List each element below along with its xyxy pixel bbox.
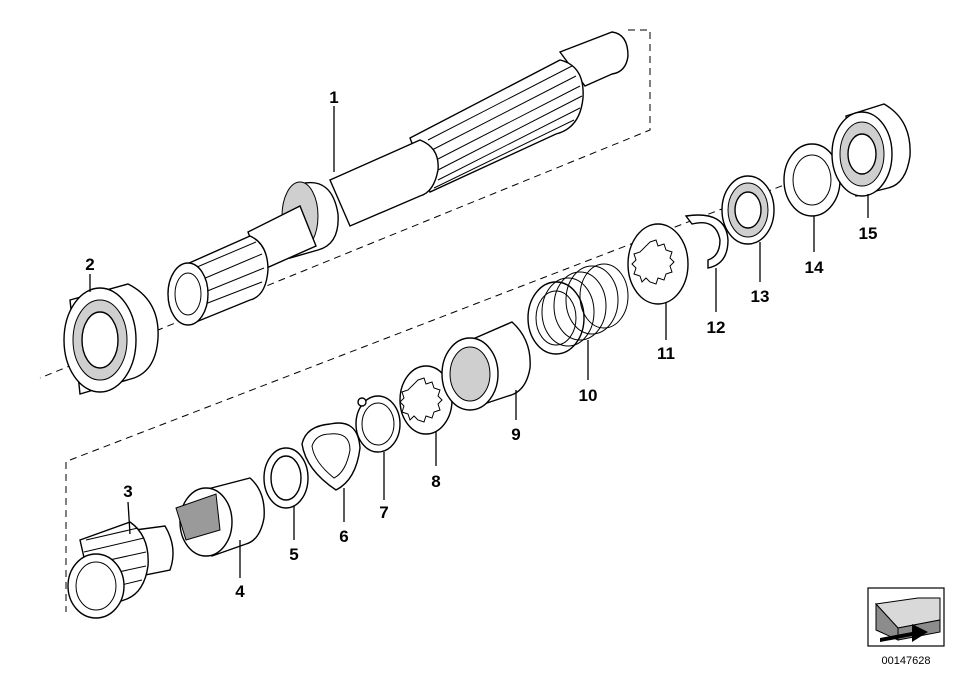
callout-5: 5	[289, 545, 298, 564]
callout-13: 13	[751, 287, 770, 306]
callout-8: 8	[431, 472, 440, 491]
direction-arrow-icon	[874, 597, 941, 642]
part-10-compression-spring	[527, 263, 629, 355]
part-11-splined-disc	[627, 223, 689, 305]
callout-7: 7	[379, 503, 388, 522]
reference-number: 00147628	[882, 655, 931, 667]
part-7-circlip	[355, 395, 401, 453]
callout-leaders	[89, 106, 869, 578]
part-2-ball-bearing	[63, 283, 159, 395]
callout-6: 6	[339, 527, 348, 546]
callout-1: 1	[329, 88, 338, 107]
part-12-split-ring	[684, 214, 729, 269]
callout-11: 11	[657, 344, 675, 363]
part-1-main-shaft	[167, 31, 629, 326]
part-13-synchro-hub	[721, 175, 775, 245]
callout-10: 10	[579, 386, 598, 405]
part-8-splined-disc	[399, 365, 453, 435]
part-9-cone-sleeve	[441, 321, 531, 411]
callout-labels: 1 2 3 4 5 6 7 8 9 10 11 12 13 14 15	[85, 88, 877, 601]
callout-2: 2	[85, 255, 94, 274]
callout-15: 15	[859, 224, 878, 243]
part-6-shaped-plate	[301, 422, 361, 491]
assembly-axis-lines	[39, 29, 876, 612]
part-15-ball-bearing	[831, 103, 911, 197]
part-4-cam-sleeve	[175, 477, 265, 557]
part-5-thrust-washer	[263, 447, 309, 509]
callout-12: 12	[707, 318, 726, 337]
callout-4: 4	[235, 582, 245, 601]
part-3-pinion-gear	[67, 521, 174, 619]
callout-9: 9	[511, 425, 520, 444]
callout-14: 14	[805, 258, 824, 277]
reference-badge: 00147628	[867, 587, 945, 667]
callout-3: 3	[123, 482, 132, 501]
